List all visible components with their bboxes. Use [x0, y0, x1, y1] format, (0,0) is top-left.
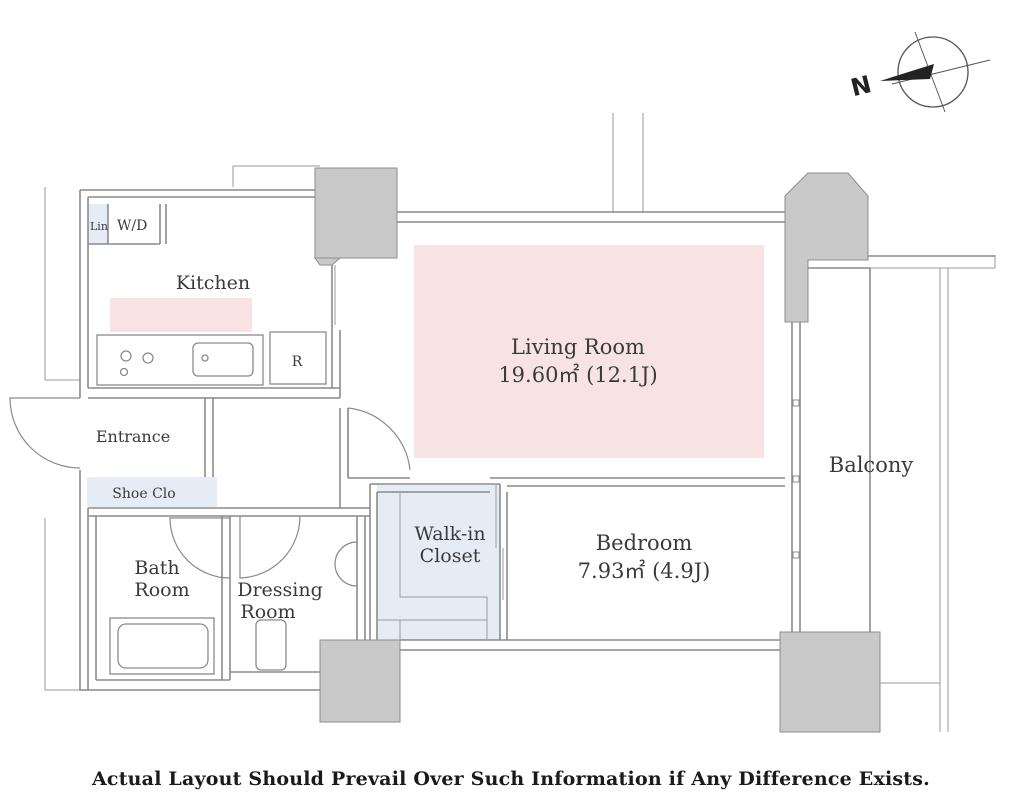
- bathtub-inner: [117, 623, 209, 669]
- window-frame: [792, 399, 800, 407]
- dressing-room-label-line2: Room: [240, 601, 295, 623]
- bath-room-label-line1: Bath: [134, 557, 179, 579]
- walk-in-closet-label-line2: Closet: [420, 545, 481, 567]
- refrigerator-label: R: [292, 354, 303, 370]
- window-frame: [792, 475, 800, 483]
- sink-drain-icon: [201, 354, 209, 362]
- shoe-closet-label: Shoe Clo: [112, 486, 175, 502]
- walls: [79, 189, 995, 691]
- compass-needle-icon: [880, 64, 934, 81]
- context-lines: [44, 113, 996, 732]
- compass-north-label: N: [848, 70, 874, 102]
- fixtures: [88, 204, 327, 675]
- doors: [9, 397, 411, 587]
- linen-highlight: [88, 204, 108, 244]
- washer-dryer-label: W/D: [117, 218, 147, 234]
- bath-room-label-line2: Room: [134, 579, 189, 601]
- bedroom-area: 7.93㎡ (4.9J): [578, 559, 711, 583]
- dressing-room-label-line1: Dressing: [237, 579, 323, 601]
- disclaimer-text: Actual Layout Should Prevail Over Such I…: [91, 768, 930, 790]
- living-room-highlight: [414, 245, 764, 458]
- toilet-icon: [255, 619, 287, 671]
- linen-label: Lin: [90, 220, 108, 233]
- shoe-closet-highlight: [87, 477, 217, 507]
- compass-line: [891, 59, 991, 85]
- hall-door-icon: [347, 407, 411, 478]
- bath-door-icon: [169, 517, 231, 579]
- columns: [314, 167, 881, 733]
- sink-icon: [192, 342, 254, 377]
- balcony-label: Balcony: [829, 453, 914, 477]
- entrance-door-icon: [9, 397, 81, 469]
- stove-burner-icon: [142, 352, 154, 364]
- walk-in-closet-highlight: [377, 485, 500, 640]
- living-room-area: 19.60㎡ (12.1J): [498, 363, 657, 387]
- bedroom-label: Bedroom: [596, 531, 693, 555]
- floor-plan: N: [9, 31, 996, 733]
- kitchen-label: Kitchen: [176, 272, 250, 294]
- refrigerator-box: [269, 331, 327, 385]
- window-frame: [792, 551, 800, 559]
- stove-burner-icon: [120, 350, 132, 362]
- walk-in-closet-label-line1: Walk-in: [414, 523, 485, 545]
- dressing-door-icon: [239, 515, 301, 579]
- living-room-label: Living Room: [511, 335, 645, 359]
- compass: N: [848, 31, 991, 113]
- room-labels: Lin W/D Kitchen R Entrance Shoe Clo Bath…: [90, 218, 913, 623]
- kitchen-highlight: [110, 298, 252, 332]
- entrance-label: Entrance: [96, 427, 170, 446]
- washbasin-icon: [334, 541, 358, 587]
- compass-ring: [897, 36, 969, 108]
- windows: [334, 265, 800, 600]
- stove-burner-icon: [119, 367, 129, 377]
